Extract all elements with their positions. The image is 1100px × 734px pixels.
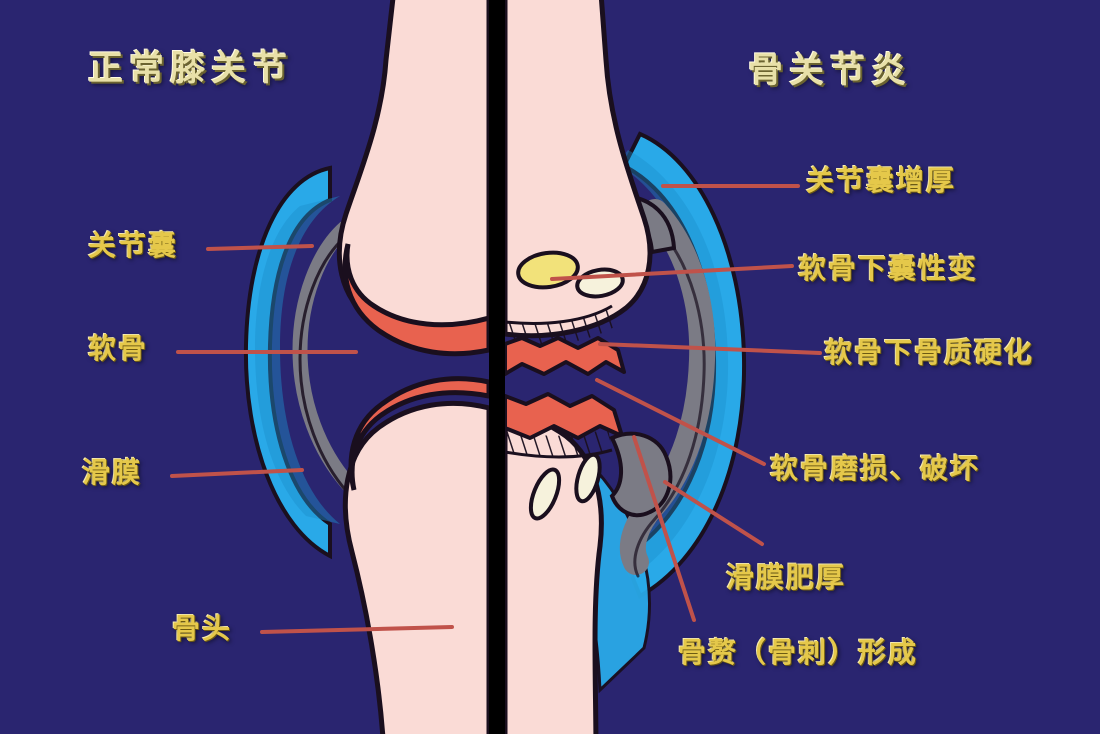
upper-articular-cartilage (342, 243, 489, 357)
label-subchondral-sclerosis: 软骨下骨质硬化 (824, 336, 1035, 369)
center-divider (489, 0, 505, 734)
thickened-capsule-inner (616, 150, 729, 578)
label-cartilage: 软骨 (88, 332, 149, 365)
title-osteoarthritis: 骨关节炎 (748, 51, 913, 91)
leader-osteophyte (632, 435, 696, 622)
leader-joint-capsule (206, 244, 314, 251)
tibia-bone (342, 400, 489, 734)
label-bone: 骨头 (172, 612, 233, 645)
leader-lines (170, 184, 822, 634)
joint-capsule-shape (243, 165, 332, 560)
leader-synovial-hypertrophy (663, 480, 764, 546)
leader-subchondral-sclerosis (598, 342, 822, 355)
label-osteophyte: 骨赘（骨刺）形成 (678, 636, 919, 669)
label-capsule-thickening: 关节囊增厚 (806, 164, 957, 197)
subchondral-sclerosis-upper (505, 304, 616, 346)
label-joint-capsule: 关节囊 (88, 229, 179, 262)
title-normal-knee: 正常膝关节 (88, 49, 294, 89)
subchondral-sclerosis-lower (505, 428, 613, 459)
leader-synovium (170, 468, 304, 478)
joint-capsule-shape-fill (255, 196, 340, 524)
tibial-cyst-b (574, 452, 602, 504)
label-synovium: 滑膜 (82, 456, 143, 489)
leader-subchondral-cyst (550, 264, 794, 281)
arthritic-knee-group (505, 0, 747, 734)
normal-knee-group (243, 0, 489, 734)
label-cartilage-wear: 软骨磨损、破坏 (770, 452, 981, 485)
lower-articular-cartilage (348, 376, 489, 491)
leader-bone (260, 625, 454, 634)
label-subchondral-cyst: 软骨下囊性变 (798, 252, 979, 285)
osteophyte-spur (609, 431, 673, 518)
label-synovial-hypertrophy: 滑膜肥厚 (726, 561, 847, 594)
worn-upper-cartilage (505, 336, 626, 376)
tibial-cyst-a (528, 467, 562, 521)
synovial-membrane-outline (298, 235, 350, 495)
leader-cartilage-wear (595, 378, 766, 466)
